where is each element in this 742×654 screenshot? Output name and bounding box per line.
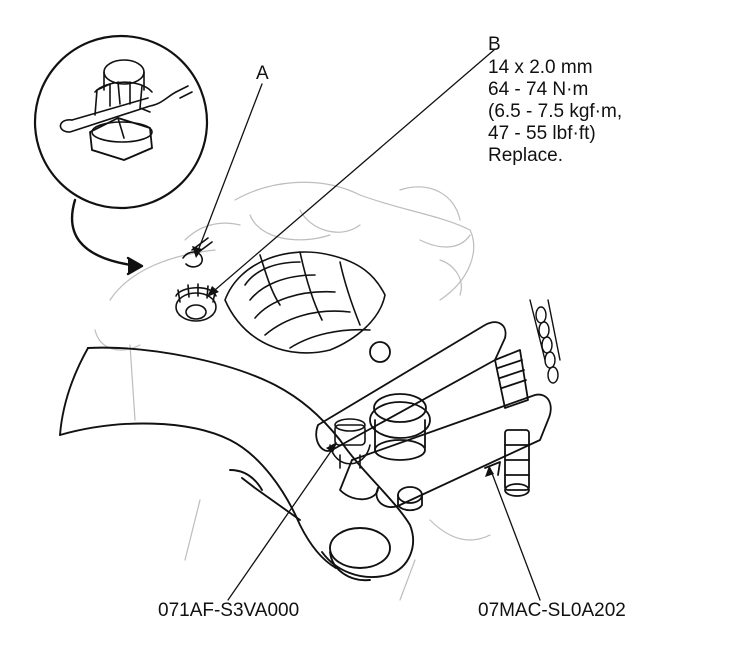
spec-note: Replace. [488, 145, 563, 166]
detail-inset [33, 34, 209, 210]
callout-a-label: A [256, 63, 269, 84]
leader-lines [195, 49, 541, 601]
castle-nut [175, 283, 217, 322]
knuckle-background [94, 181, 491, 601]
callout-b-label: B [488, 34, 501, 55]
spec-torque-nm: 64 - 74 N·m [488, 79, 589, 100]
lower-arm [59, 346, 414, 582]
castle-nut-spec: 14 x 2.0 mm 64 - 74 N·m (6.5 - 7.5 kgf·m… [488, 57, 622, 167]
leader-tool-left-arrowhead [326, 442, 337, 453]
spec-size: 14 x 2.0 mm [488, 57, 593, 78]
leader-tool-right-arrowhead [485, 466, 494, 477]
tool-number-left: 071AF-S3VA000 [158, 600, 300, 621]
ball-joint-remover [315, 321, 552, 512]
leader-a-arrowhead [192, 246, 202, 258]
inset-arrow [70, 198, 144, 276]
safety-chain [529, 299, 561, 384]
tool-number-right: 07MAC-SL0A202 [478, 600, 626, 621]
leader-b-arrowhead [207, 286, 219, 297]
cv-boot [224, 251, 386, 354]
spec-torque-kgfm: (6.5 - 7.5 kgf·m, [488, 101, 623, 122]
spec-torque-lbfft: 47 - 55 lbf·ft) [488, 123, 596, 144]
